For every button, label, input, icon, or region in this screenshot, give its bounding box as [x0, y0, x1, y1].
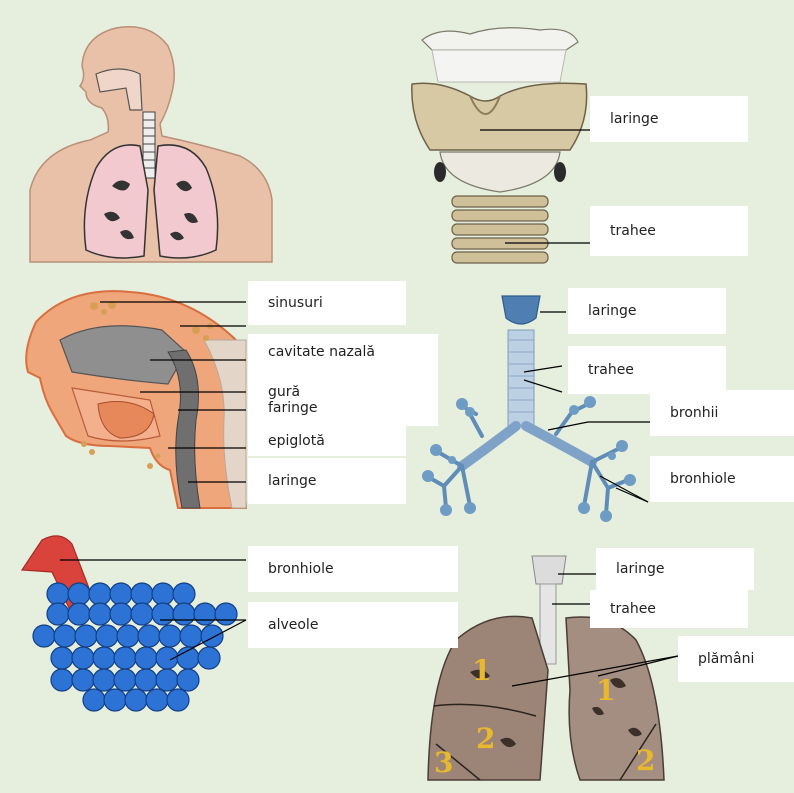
- alveolus: [54, 625, 76, 647]
- alveolus: [177, 669, 199, 691]
- alveolus: [215, 603, 237, 625]
- alveolus: [93, 669, 115, 691]
- alveolus: [93, 647, 115, 669]
- label-trahee-larynx-panel: trahee: [590, 206, 748, 256]
- label-bronhiole-alveoli: bronhiole: [248, 546, 458, 592]
- alveolus: [47, 603, 69, 625]
- lobe-number: 1: [596, 674, 615, 707]
- label-laringe-lungs: laringe: [596, 548, 754, 590]
- alveolus: [47, 583, 69, 605]
- alveolus: [110, 603, 132, 625]
- label-epiglota: epiglotă: [248, 426, 406, 456]
- label-sinusuri: sinusuri: [248, 281, 406, 325]
- tree-larynx: [502, 296, 540, 324]
- label-laringe-larynx-panel: laringe: [590, 96, 748, 142]
- alveolus: [180, 625, 202, 647]
- cricoid-cartilage: [440, 152, 560, 192]
- label-cavitate-nazala: cavitate nazală: [268, 344, 375, 360]
- label-faringe: faringe: [268, 400, 318, 416]
- alveolus: [131, 603, 153, 625]
- alveolus: [152, 583, 174, 605]
- label-head-group: cavitate nazală gură faringe: [248, 334, 438, 426]
- alveolus: [96, 625, 118, 647]
- alveolus: [156, 669, 178, 691]
- alveolus: [68, 603, 90, 625]
- alveolus: [159, 625, 181, 647]
- alveoli-illustration: [22, 536, 246, 711]
- torso-illustration: [30, 27, 272, 262]
- alveolus: [198, 647, 220, 669]
- alveolus: [117, 625, 139, 647]
- lobe-number: 2: [636, 744, 655, 777]
- label-gura: gură: [268, 384, 300, 400]
- alveolus: [68, 583, 90, 605]
- alveolus: [72, 647, 94, 669]
- label-trahee-lungs: trahee: [590, 590, 748, 628]
- alveolus: [51, 669, 73, 691]
- hyoid-bone: [422, 28, 578, 50]
- label-alveole: alveole: [248, 602, 458, 648]
- alveolus: [138, 625, 160, 647]
- label-bronhiole-tree: bronhiole: [650, 456, 794, 502]
- thyroid-cartilage: [412, 83, 587, 150]
- label-bronhii: bronhii: [650, 390, 794, 436]
- lobe-number: 3: [434, 746, 453, 779]
- alveolus: [135, 647, 157, 669]
- alveolus: [89, 583, 111, 605]
- label-trahee-tree: trahee: [568, 346, 726, 394]
- alveolus: [135, 669, 157, 691]
- alveolus: [167, 689, 189, 711]
- alveolus: [51, 647, 73, 669]
- alveolus: [75, 625, 97, 647]
- larynx-illustration: [412, 28, 590, 263]
- alveolus: [152, 603, 174, 625]
- alveolus: [72, 669, 94, 691]
- alveolus: [194, 603, 216, 625]
- alveolus: [104, 689, 126, 711]
- label-plamani: plămâni: [678, 636, 794, 682]
- alveoli-cluster: [33, 583, 237, 711]
- alveolus: [201, 625, 223, 647]
- thyrohyoid-membrane: [432, 50, 566, 82]
- label-laringe-head: laringe: [248, 458, 406, 504]
- alveolus: [125, 689, 147, 711]
- lungs-larynx: [532, 556, 566, 584]
- alveolus: [110, 583, 132, 605]
- alveolus: [89, 603, 111, 625]
- alveolus: [33, 625, 55, 647]
- label-laringe-tree: laringe: [568, 288, 726, 334]
- lobe-number: 1: [472, 654, 491, 687]
- alveolus: [131, 583, 153, 605]
- alveolus: [83, 689, 105, 711]
- alveolus: [173, 583, 195, 605]
- alveolus: [146, 689, 168, 711]
- alveolus: [173, 603, 195, 625]
- alveolus: [114, 669, 136, 691]
- larynx-trachea-rings: [452, 196, 548, 263]
- alveolus: [114, 647, 136, 669]
- lobe-number: 2: [476, 722, 495, 755]
- head-section-illustration: [26, 291, 246, 508]
